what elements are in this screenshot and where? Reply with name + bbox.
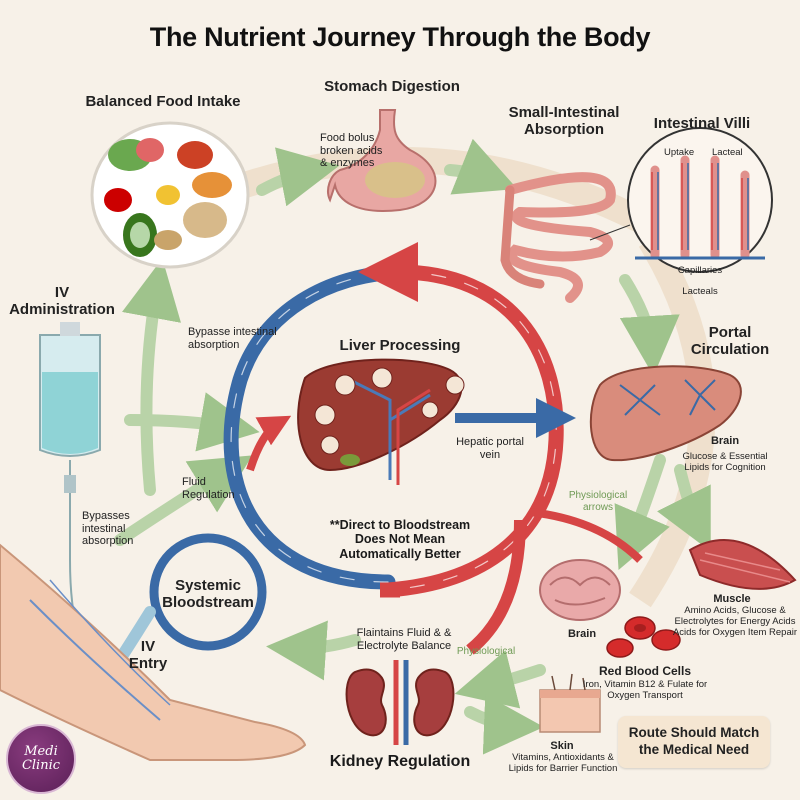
iv-bag-illustration — [39, 322, 111, 691]
stomach-illustration — [327, 109, 437, 212]
stomach-heading: Stomach Digestion — [324, 78, 460, 95]
kidney-heading: Kidney Regulation — [329, 753, 471, 770]
systemic-ring — [149, 533, 267, 651]
muscle-note: Amino Acids, Glucose & Electrolytes for … — [672, 605, 798, 638]
brain-heading: Brain — [567, 628, 597, 640]
villi-uptake-label: Uptake — [664, 147, 695, 158]
kidney-illustration — [345, 660, 455, 745]
route-note-box: Route Should Match the Medical Need — [618, 716, 770, 768]
food-plate-illustration — [90, 121, 250, 269]
portal-liver-illustration — [589, 365, 742, 462]
rbc-note: Iron, Vitamin B12 & Fulate for Oxygen Tr… — [582, 679, 708, 701]
brain-illustration — [539, 559, 621, 621]
liver-illustration — [297, 358, 465, 485]
logo-line-1: Medi — [24, 744, 58, 760]
logo-line-2: Clinic — [21, 758, 61, 773]
arm-illustration — [0, 543, 307, 761]
kidney-note: Flaintains Fluid & & Electrolyte Balance — [356, 627, 452, 652]
skin-heading: Skin — [550, 740, 574, 752]
iv-heading: IV Administration — [9, 284, 115, 319]
physiological-arrows-label: Physiological arrows — [568, 490, 628, 513]
small-intestine-heading: Small-Intestinal Absorption — [508, 104, 620, 139]
muscle-illustration — [688, 539, 797, 590]
portal-brain-note: Glucose & Essential Lipids for Cognition — [682, 451, 768, 473]
muscle-heading: Muscle — [713, 593, 751, 605]
iv-bypass-bottom-note: Bypasses intestinal absorption — [82, 510, 134, 548]
skin-note: Vitamins, Antioxidants & Lipids for Barr… — [508, 752, 618, 774]
flow-arrows — [114, 138, 711, 755]
red-blood-cells-illustration — [606, 616, 681, 658]
portal-circulation-heading: Portal Circulation — [690, 324, 770, 359]
stomach-note: Food bolus broken acids & enzymes — [320, 132, 383, 170]
medi-clinic-logo: Medi Clinic — [6, 724, 76, 794]
skin-illustration — [539, 673, 601, 733]
villi-lacteals-label: Lacteals — [682, 286, 718, 297]
portal-brain-label: Brain — [710, 435, 740, 447]
villi-heading: Intestinal Villi — [653, 115, 751, 132]
kidney-physiological-label: Physiological — [456, 646, 516, 657]
small-intestine-illustration — [500, 172, 616, 303]
villi-illustration — [589, 127, 773, 273]
liver-heading: Liver Processing — [339, 337, 461, 354]
iv-bypass-top-note: Bypasse intestinal absorption — [188, 326, 277, 351]
food-heading: Balanced Food Intake — [85, 93, 241, 110]
rbc-heading: Red Blood Cells — [598, 664, 692, 678]
systemic-heading: Systemic Bloodstream — [162, 577, 254, 612]
blood-loop — [223, 264, 564, 598]
page-title: The Nutrient Journey Through the Body — [149, 22, 651, 52]
villi-lacteal-label: Lacteal — [712, 147, 743, 158]
villi-capillaries-label: Capillaries — [677, 265, 723, 276]
direct-bloodstream-warning: **Direct to Bloodstream Does Not Mean Au… — [329, 518, 471, 561]
artery-loop — [380, 264, 564, 598]
portal-vein-label: Hepatic portal vein — [456, 436, 524, 461]
iv-entry-label: IV Entry — [128, 638, 168, 673]
fluid-regulation-label: Fluid Regulation — [182, 476, 235, 501]
